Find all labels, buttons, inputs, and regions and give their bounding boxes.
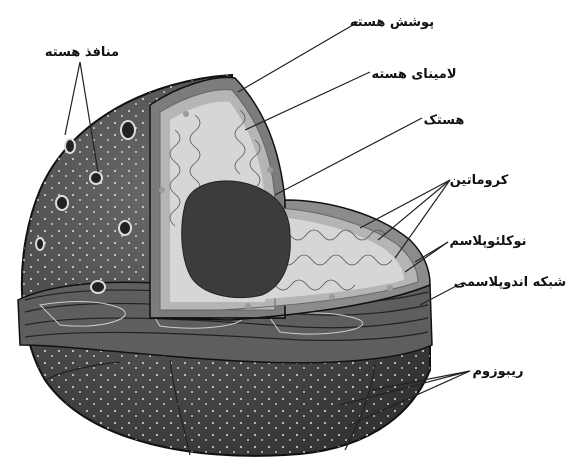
nuclear-pore (56, 196, 68, 210)
label-endoplasmic-reticulum: شبکه اندوپلاسمی (454, 275, 566, 290)
nuclear-pore (65, 139, 75, 153)
nucleus-cutaway (150, 77, 430, 320)
label-chromatin: کروماتین (450, 173, 509, 188)
label-nucleoplasm: نوکلئوپلاسم (449, 234, 526, 249)
nucleolus (182, 181, 291, 298)
nuclear-pore (119, 221, 131, 235)
nuclear-pore (121, 121, 135, 139)
nuclear-pore (36, 238, 44, 250)
label-nuclear-pores: منافذ هسته (45, 45, 119, 60)
nuclear-pore (91, 281, 105, 293)
label-nucleolus: هستک (424, 113, 465, 128)
label-nuclear-envelope: پوشش هسته (350, 15, 434, 30)
label-ribosome: ریبوزوم (473, 364, 524, 379)
nuclear-pore (90, 172, 102, 184)
label-nuclear-lamina: لامینای هسته (371, 67, 456, 82)
